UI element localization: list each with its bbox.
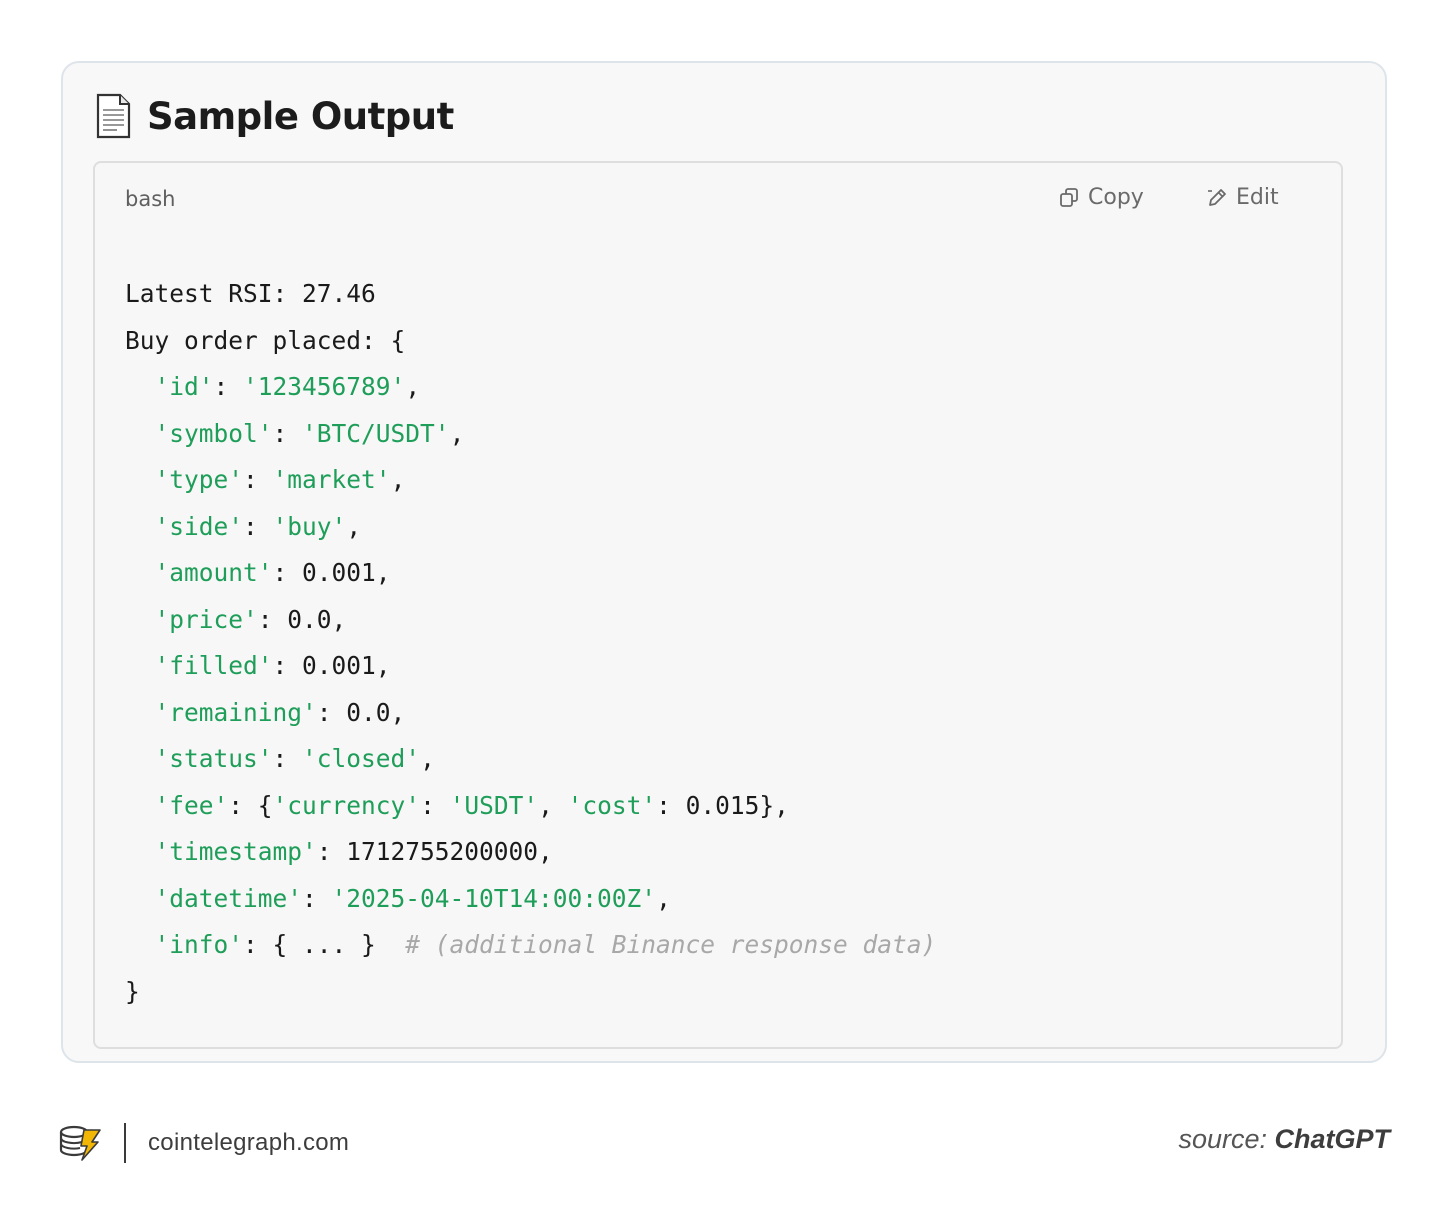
- code-line: Buy order placed: {: [125, 318, 936, 365]
- code-text: : { ... }: [243, 930, 406, 959]
- code-text: :: [213, 372, 244, 401]
- source-credit: source: ChatGPT: [1178, 1124, 1390, 1155]
- code-language-label: bash: [125, 187, 176, 211]
- code-text: Buy order placed: {: [125, 325, 406, 355]
- code-line: 'status': 'closed',: [125, 736, 936, 783]
- code-text: : 1712755200000,: [316, 837, 553, 866]
- code-text: [125, 465, 155, 494]
- code-string: 'timestamp': [154, 837, 317, 866]
- brand-url: cointelegraph.com: [148, 1129, 350, 1156]
- code-text: [125, 698, 155, 727]
- code-line: }: [125, 969, 936, 1016]
- code-line: 'amount': 0.001,: [125, 550, 936, 597]
- copy-icon: [1060, 187, 1078, 207]
- code-line: 'side': 'buy',: [125, 504, 936, 551]
- edit-label: Edit: [1236, 185, 1279, 210]
- code-string: 'filled': [154, 651, 273, 680]
- source-name: ChatGPT: [1274, 1124, 1390, 1154]
- code-text: ,: [449, 418, 465, 448]
- code-string: 'datetime': [154, 883, 303, 913]
- code-line: 'fee': {'currency': 'USDT', 'cost': 0.01…: [125, 783, 936, 830]
- card-title: Sample Output: [147, 94, 454, 138]
- code-line: 'datetime': '2025-04-10T14:00:00Z',: [125, 876, 936, 923]
- edit-button[interactable]: Edit: [1206, 185, 1279, 210]
- code-text: : 0.001,: [272, 558, 391, 587]
- code-line: 'symbol': 'BTC/USDT',: [125, 411, 936, 458]
- document-icon: [95, 93, 131, 139]
- code-text: :: [243, 465, 273, 494]
- code-string: 'status': [154, 744, 273, 773]
- code-string: '2025-04-10T14:00:00Z': [331, 883, 657, 913]
- code-text: [125, 791, 155, 820]
- code-text: ,: [420, 744, 435, 773]
- code-string: 'currency': [272, 790, 421, 820]
- code-text: [125, 372, 155, 401]
- code-line: 'type': 'market',: [125, 457, 936, 504]
- code-string: 'symbol': [154, 418, 273, 448]
- code-text: ,: [346, 511, 362, 541]
- code-string: 'fee': [154, 790, 229, 820]
- pencil-icon: [1208, 188, 1226, 206]
- code-line: Latest RSI: 27.46: [125, 271, 936, 318]
- code-text: :: [420, 790, 450, 820]
- footer-brand: cointelegraph.com: [58, 1122, 349, 1164]
- code-string: 'info': [154, 930, 244, 959]
- code-text: [125, 512, 155, 541]
- footer-divider: [124, 1123, 126, 1163]
- code-text: :: [272, 744, 303, 773]
- code-text: Latest RSI: 27.46: [125, 279, 376, 308]
- code-line: 'id': '123456789',: [125, 364, 936, 411]
- code-string: 'remaining': [154, 697, 317, 727]
- code-text: : 0.001,: [272, 651, 391, 680]
- code-text: ,: [656, 883, 671, 913]
- code-text: [125, 605, 155, 634]
- code-string: 'type': [154, 465, 244, 494]
- code-text: : 0.015},: [656, 790, 789, 820]
- code-string: 'USDT': [449, 790, 539, 820]
- code-string: 'cost': [567, 790, 657, 820]
- code-text: }: [125, 976, 140, 1006]
- code-string: 'id': [154, 372, 214, 401]
- code-string: '123456789': [243, 372, 406, 401]
- code-text: [125, 744, 155, 773]
- code-string: 'market': [272, 465, 391, 494]
- code-text: [125, 651, 155, 680]
- code-string: 'closed': [302, 744, 421, 773]
- code-text: [125, 558, 155, 587]
- code-text: : 0.0,: [316, 697, 406, 727]
- code-text: [125, 837, 155, 866]
- code-string: 'amount': [154, 558, 273, 587]
- code-line: 'filled': 0.001,: [125, 643, 936, 690]
- code-line: 'timestamp': 1712755200000,: [125, 829, 936, 876]
- code-string: 'price': [154, 604, 258, 634]
- code-text: : {: [228, 790, 273, 820]
- code-text: :: [243, 511, 273, 541]
- code-text: ,: [405, 372, 421, 401]
- card-heading: Sample Output: [95, 91, 454, 141]
- code-comment: # (additional Binance response data): [405, 930, 937, 959]
- code-text: ,: [390, 465, 406, 494]
- sample-output-card: Sample Output bash Copy Edit Latest RSI:…: [61, 61, 1387, 1063]
- code-text: [125, 419, 155, 448]
- copy-button[interactable]: Copy: [1058, 185, 1144, 210]
- code-text: :: [302, 883, 332, 913]
- code-text: :: [272, 418, 303, 448]
- code-line: 'price': 0.0,: [125, 597, 936, 644]
- copy-label: Copy: [1088, 185, 1144, 210]
- code-text: [125, 930, 155, 959]
- code-line: 'remaining': 0.0,: [125, 690, 936, 737]
- code-text: ,: [538, 790, 568, 820]
- cointelegraph-logo-icon: [58, 1124, 102, 1162]
- code-string: 'BTC/USDT': [302, 418, 450, 448]
- code-text: [125, 884, 155, 913]
- code-string: 'side': [154, 511, 244, 541]
- code-line: 'info': { ... } # (additional Binance re…: [125, 922, 937, 969]
- code-text: : 0.0,: [257, 604, 347, 634]
- code-string: 'buy': [272, 511, 347, 541]
- source-prefix: source:: [1178, 1124, 1275, 1154]
